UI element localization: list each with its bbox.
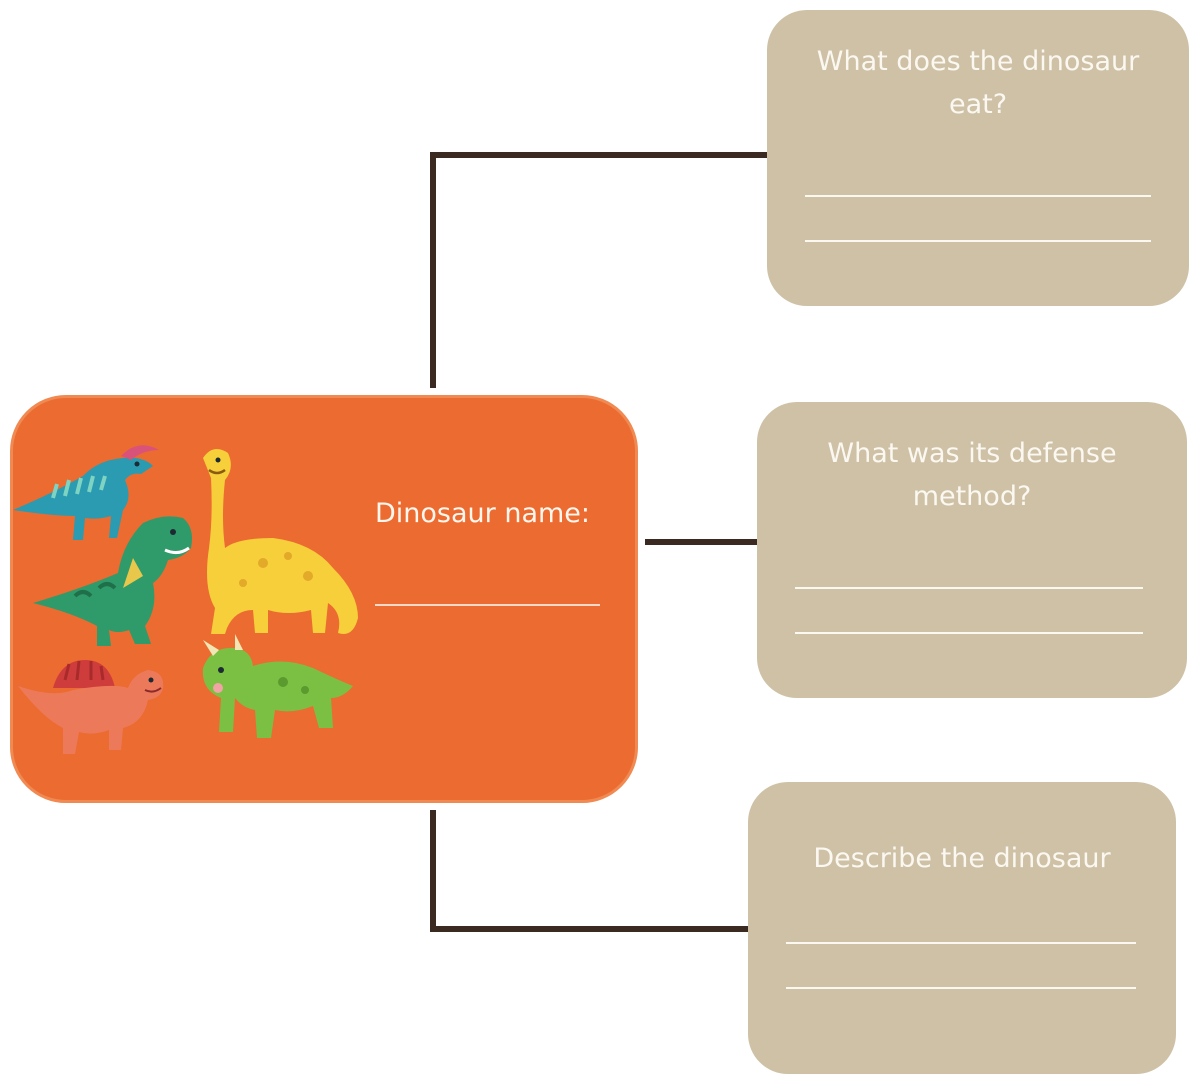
question-defense-line2: method? <box>912 481 1032 512</box>
t-rex-icon <box>33 516 192 646</box>
connector-top-vertical <box>430 152 436 388</box>
dinosaur-name-answer-line[interactable] <box>375 604 600 606</box>
dinosaur-illustrations <box>13 445 358 754</box>
answer-line[interactable] <box>805 240 1151 242</box>
question-card-diet: What does the dinosaur eat? <box>767 10 1189 306</box>
question-diet-text: What does the dinosaur eat? <box>767 40 1189 126</box>
triceratops-icon <box>202 634 353 738</box>
dinosaur-name-label: Dinosaur name: <box>375 498 590 529</box>
connector-bottom-vertical <box>430 810 436 932</box>
answer-line[interactable] <box>795 632 1143 634</box>
connector-top-horizontal <box>430 152 768 158</box>
connector-middle <box>645 539 757 545</box>
connector-bottom-horizontal <box>430 926 750 932</box>
brachiosaurus-icon <box>203 449 358 634</box>
answer-line[interactable] <box>805 195 1151 197</box>
answer-line[interactable] <box>786 942 1136 944</box>
question-describe-line1: Describe the dinosaur <box>813 843 1111 874</box>
question-card-defense: What was its defense method? <box>757 402 1187 698</box>
answer-line[interactable] <box>795 587 1143 589</box>
dinosaur-name-card: Dinosaur name: <box>10 395 638 803</box>
dimetrodon-icon <box>18 660 164 754</box>
question-defense-line1: What was its defense <box>827 438 1117 469</box>
question-card-describe: Describe the dinosaur <box>748 782 1176 1074</box>
question-describe-text: Describe the dinosaur <box>748 837 1176 880</box>
answer-line[interactable] <box>786 987 1136 989</box>
question-diet-line1: What does the dinosaur <box>816 46 1140 77</box>
question-defense-text: What was its defense method? <box>757 432 1187 518</box>
parasaurolophus-icon <box>13 445 159 540</box>
question-diet-line2: eat? <box>948 89 1008 120</box>
